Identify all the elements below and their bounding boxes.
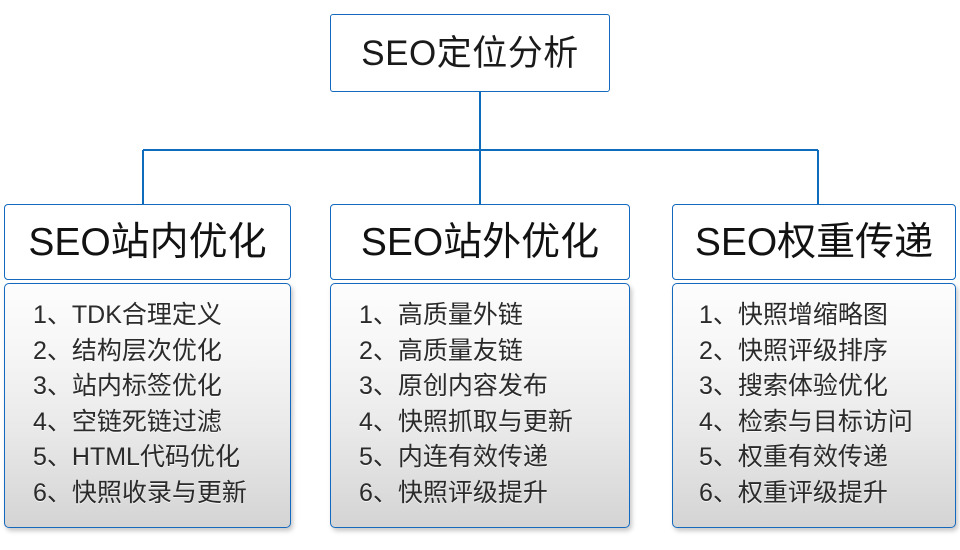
branch-2-header[interactable]: SEO站外优化: [330, 204, 630, 280]
list-item: 5、内连有效传递: [359, 443, 548, 471]
branch-1-item-list: 1、TDK合理定义 2、结构层次优化 3、站内标签优化 4、空链死链过滤 5、H…: [5, 298, 290, 511]
list-item: 5、HTML代码优化: [33, 443, 240, 471]
list-item: 3、站内标签优化: [33, 372, 222, 400]
branch-column-1: SEO站内优化 1、TDK合理定义 2、结构层次优化 3、站内标签优化 4、空链…: [4, 204, 291, 528]
branch-1-header[interactable]: SEO站内优化: [4, 204, 291, 280]
list-item: 1、高质量外链: [359, 301, 523, 329]
list-item: 1、TDK合理定义: [33, 301, 222, 329]
list-item: 2、快照评级排序: [699, 336, 888, 365]
list-item: 4、快照抓取与更新: [359, 407, 573, 436]
root-node[interactable]: SEO定位分析: [330, 14, 610, 92]
list-item: 2、高质量友链: [359, 336, 523, 365]
branch-1-body: 1、TDK合理定义 2、结构层次优化 3、站内标签优化 4、空链死链过滤 5、H…: [4, 283, 291, 528]
list-item: 4、空链死链过滤: [33, 407, 222, 436]
branch-1-title: SEO站内优化: [28, 220, 267, 264]
list-item: 6、快照收录与更新: [33, 478, 247, 507]
branch-column-3: SEO权重传递 1、快照增缩略图 2、快照评级排序 3、搜索体验优化 4、检索与…: [672, 204, 956, 528]
list-item: 1、快照增缩略图: [699, 301, 888, 329]
list-item: 3、搜索体验优化: [699, 372, 888, 400]
list-item: 5、权重有效传递: [699, 443, 888, 471]
branch-2-title: SEO站外优化: [360, 220, 600, 264]
branch-3-item-list: 1、快照增缩略图 2、快照评级排序 3、搜索体验优化 4、检索与目标访问 5、权…: [673, 298, 955, 511]
branch-3-body: 1、快照增缩略图 2、快照评级排序 3、搜索体验优化 4、检索与目标访问 5、权…: [672, 283, 956, 528]
branch-column-2: SEO站外优化 1、高质量外链 2、高质量友链 3、原创内容发布 4、快照抓取与…: [330, 204, 630, 528]
branch-3-title: SEO权重传递: [694, 220, 934, 264]
branch-2-item-list: 1、高质量外链 2、高质量友链 3、原创内容发布 4、快照抓取与更新 5、内连有…: [331, 298, 629, 511]
root-node-title: SEO定位分析: [361, 33, 579, 73]
list-item: 3、原创内容发布: [359, 372, 548, 400]
list-item: 4、检索与目标访问: [699, 407, 913, 436]
list-item: 2、结构层次优化: [33, 336, 222, 365]
branch-2-body: 1、高质量外链 2、高质量友链 3、原创内容发布 4、快照抓取与更新 5、内连有…: [330, 283, 630, 528]
list-item: 6、权重评级提升: [699, 478, 888, 507]
list-item: 6、快照评级提升: [359, 478, 548, 507]
branch-3-header[interactable]: SEO权重传递: [672, 204, 956, 280]
